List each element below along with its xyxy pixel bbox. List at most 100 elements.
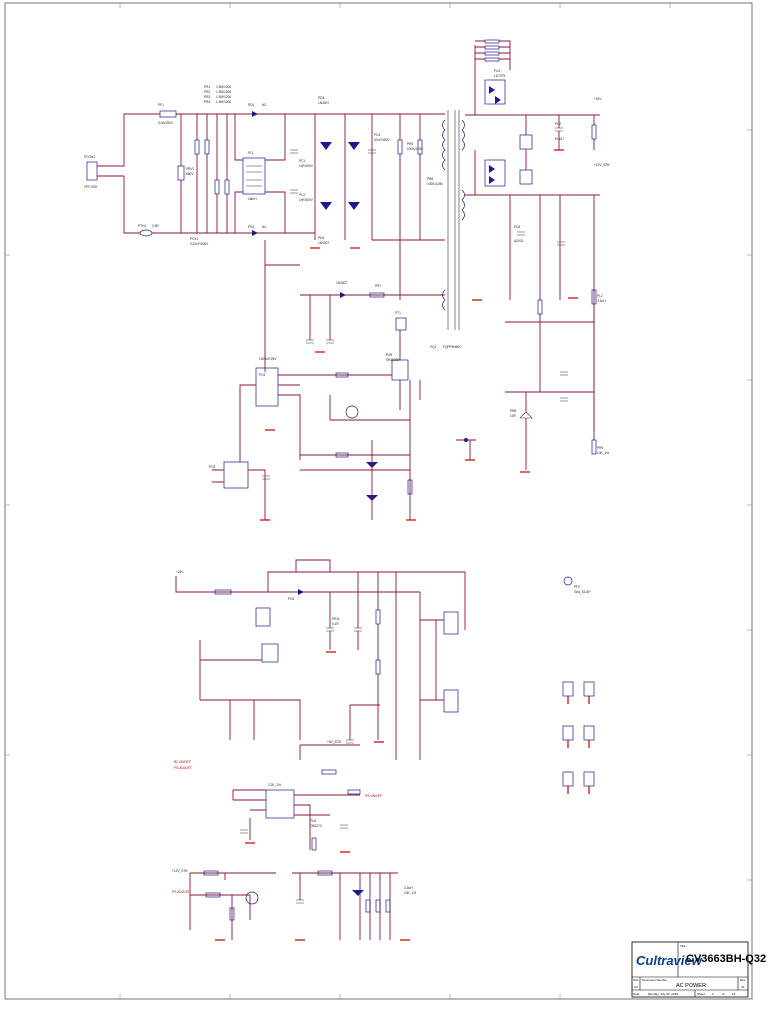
pf1-value: 5.0A/250V bbox=[158, 121, 174, 125]
sheet-border bbox=[4, 2, 753, 1000]
pd2-ref: PD2 bbox=[248, 225, 254, 229]
thermistor-pth1 bbox=[139, 229, 153, 237]
pr4-value: 1.5M/1206 bbox=[216, 100, 231, 104]
transformer-pt1: PQ1 FQPF6N60C bbox=[430, 110, 465, 349]
pd3b-label: 1N4007 bbox=[336, 281, 347, 285]
pd3-value: 1N4007 bbox=[318, 101, 329, 105]
primary-control-section: 1N4007 PR7 PC4 1000uF/25V PD5 SR10200 PT… bbox=[209, 239, 476, 520]
pr9b-ref: 3.3uH bbox=[404, 886, 413, 890]
pc4-ref: PU2 bbox=[555, 122, 561, 126]
pr1-value: 1.5M/1206 bbox=[216, 85, 231, 89]
pr10-value: 10K_1% bbox=[597, 451, 609, 455]
pth1-value: 2.5R bbox=[152, 224, 159, 228]
prv1-ref: PRV1 bbox=[186, 167, 194, 171]
pt1-value: FQPF6N60C bbox=[443, 345, 462, 349]
optocoupler-pu2 bbox=[223, 461, 249, 489]
pc3-ref: PC3 bbox=[374, 133, 380, 137]
pu1-ref: PC4 bbox=[259, 373, 265, 377]
net-24v-in: +24V bbox=[176, 570, 184, 574]
pc2-ref: PC2 bbox=[299, 193, 305, 197]
pr6-ref: PR6 bbox=[427, 177, 433, 181]
fuse-pf1 bbox=[159, 110, 177, 118]
varistor-prv1 bbox=[177, 165, 185, 181]
pd5-ref: PU1 bbox=[494, 69, 500, 73]
pc3-value: 47uF/450V bbox=[374, 138, 390, 142]
pd3-ref: PD3 bbox=[318, 96, 324, 100]
title-label: Title bbox=[680, 944, 686, 948]
document-subtitle: AC POWER bbox=[676, 983, 706, 989]
sheet-total: 10 bbox=[732, 992, 736, 996]
pr5-value: 100K/1206 bbox=[407, 147, 423, 151]
pu1-value: 1000uF/25V bbox=[259, 357, 277, 361]
bleeder-resistors bbox=[194, 114, 230, 233]
rev-value: V1 bbox=[741, 985, 745, 989]
pf1-ref: PF1 bbox=[158, 103, 164, 107]
net-5v-stb: +5V_STB bbox=[327, 740, 341, 744]
doc-number-label: Document Number bbox=[642, 978, 667, 982]
pl1-value: 18mH bbox=[248, 197, 257, 201]
pc6-ref: PR11 bbox=[332, 617, 340, 621]
pc6-value: 0.1R bbox=[332, 622, 339, 626]
pt1-ref: PQ1 bbox=[430, 345, 437, 349]
rev-label: Rev bbox=[740, 978, 746, 982]
pc4-value: EL817 bbox=[555, 137, 564, 141]
sheet-number: 3 bbox=[712, 992, 714, 996]
prv1-value: 560V bbox=[186, 172, 194, 176]
pth1-ref: PTH1 bbox=[138, 224, 146, 228]
pcx1-ref: PCX1 bbox=[190, 237, 199, 241]
pd2-value: NC bbox=[262, 225, 267, 229]
pu2-ref: PC5 bbox=[209, 465, 215, 469]
net-12v-stb-2: +12V_STB bbox=[172, 869, 188, 873]
pr8-ref: PT1 bbox=[395, 311, 401, 315]
led-driver-section: +24V PC6 PR11 0.1R +5V_STB BL-ON/OFF PS-… bbox=[174, 559, 466, 851]
pl1-ref: PL1 bbox=[248, 151, 254, 155]
pr1-label: PR1 bbox=[204, 85, 210, 89]
size-label: Size bbox=[633, 978, 639, 982]
document-title: CV3663BH-Q32 bbox=[686, 953, 766, 965]
pr3-label: PR3 bbox=[204, 95, 210, 99]
pq1-value: SR10200 bbox=[386, 358, 400, 362]
connector-pcon1 bbox=[86, 161, 98, 181]
pd4-value: 1N4007 bbox=[318, 241, 329, 245]
ac-input-section: PCON1 2P/7.92H PF1 5.0A/250V PTH1 2.5R P… bbox=[84, 85, 315, 246]
pu4-ref: 2.2K_1% bbox=[268, 783, 281, 787]
company-logo: Cultraview bbox=[636, 953, 703, 968]
pr11-value: OB2273 bbox=[310, 824, 322, 828]
diode-pd1 bbox=[252, 111, 258, 117]
pd4-ref: PD4 bbox=[318, 236, 324, 240]
snubber-resistors bbox=[475, 39, 511, 70]
pr2-label: PR2 bbox=[204, 90, 210, 94]
pcx1-value: 0.22uF/300V bbox=[190, 242, 209, 246]
boost-controller-pu4 bbox=[265, 789, 295, 819]
pr4-label: PR4 bbox=[204, 100, 210, 104]
sheet-label: Sheet bbox=[697, 992, 705, 996]
net-12v-stb: +12V_STB bbox=[594, 163, 610, 167]
date-value: Monday, July 02, 2018 bbox=[648, 992, 678, 996]
net-ps-adjust-in: PS-ADJUST bbox=[174, 766, 192, 770]
pr6-value: 100K/1206 bbox=[427, 182, 443, 186]
pr11-ref: PU4 bbox=[310, 819, 316, 823]
pr5-ref: PR5 bbox=[407, 142, 413, 146]
net-ps-onoff: PS-ON/OFF bbox=[365, 794, 382, 798]
common-mode-choke-pl1 bbox=[242, 157, 266, 195]
pr10-ref: PR9 bbox=[597, 446, 603, 450]
pu3-value: 10R bbox=[510, 414, 517, 418]
pr9-ref: PL2 bbox=[597, 294, 603, 298]
pc1-value: 1nF/400V bbox=[299, 164, 314, 168]
pc1-ref: PC1 bbox=[299, 159, 305, 163]
test-points: PF2 Gnd_SCAP bbox=[562, 576, 595, 794]
pr9-value: 3.3uH bbox=[597, 299, 606, 303]
controller-pu1 bbox=[255, 367, 279, 407]
diode-pd2 bbox=[252, 230, 258, 236]
pcon1-value: 2P/7.92H bbox=[84, 185, 98, 189]
size-value: A3 bbox=[634, 985, 638, 989]
standby-section: +12V_STB PS-ADJUST 3.3uH 10K_1% bbox=[172, 869, 416, 940]
net-24v: +24V bbox=[594, 97, 602, 101]
net-ps-adjust: PS-ADJUST bbox=[172, 890, 190, 894]
pcon1-ref: PCON1 bbox=[84, 155, 95, 159]
bridge-rectifier-section: PD3 1N4007 PD4 1N4007 PC3 47uF/450V PR5 … bbox=[314, 96, 445, 245]
net-bl-onoff: BL-ON/OFF bbox=[174, 760, 191, 764]
pf2-value: Gnd_SCAP bbox=[574, 590, 590, 594]
pf2-ref: PF2 bbox=[574, 585, 580, 589]
